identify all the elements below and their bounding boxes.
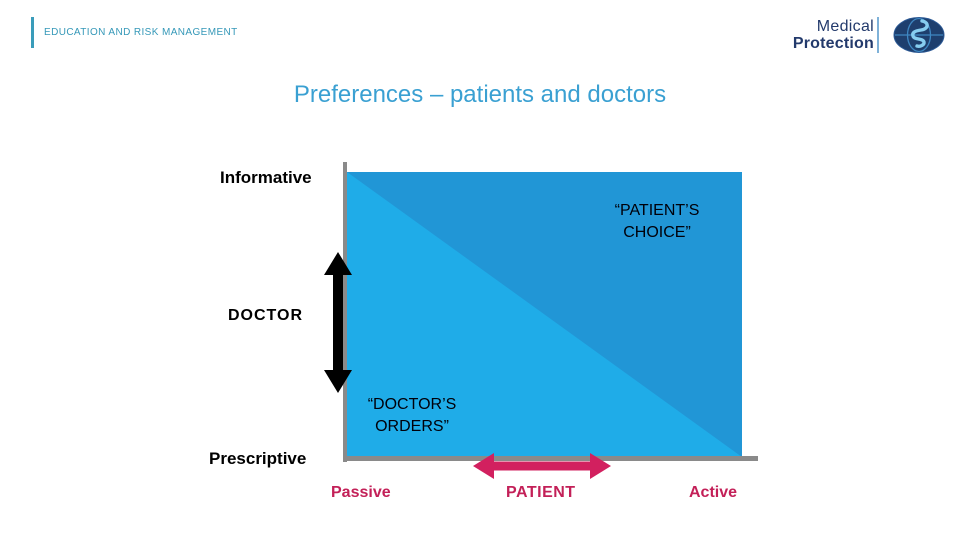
doctor-double-arrow-icon (324, 252, 352, 393)
eyebrow-title: EDUCATION AND RISK MANAGEMENT (44, 27, 238, 38)
page-title: Preferences – patients and doctors (293, 81, 667, 108)
medical-protection-logo: Medical Protection (793, 18, 874, 52)
doctors-orders-line2: ORDERS” (375, 418, 449, 435)
upper-right-region (347, 172, 742, 457)
y-axis-top-label: Informative (220, 168, 312, 187)
patients-choice-line2: CHOICE” (623, 224, 691, 241)
preference-quadrant (347, 172, 742, 457)
y-axis-bottom-label: Prescriptive (209, 449, 307, 468)
globe-serpent-icon (893, 17, 945, 53)
doctor-axis-label: DOCTOR (228, 307, 304, 324)
patients-choice-caption: “PATIENT’S CHOICE” (577, 200, 737, 244)
doctors-orders-caption: “DOCTOR’S ORDERS” (342, 394, 482, 438)
logo-divider (877, 17, 879, 53)
patients-choice-line1: “PATIENT’S (614, 202, 700, 219)
logo-word-protection: Protection (792, 35, 874, 52)
patient-double-arrow-icon (473, 453, 611, 479)
logo-word-medical: Medical (816, 18, 874, 35)
y-axis-line (343, 162, 347, 462)
eyebrow-accent-bar (31, 17, 34, 48)
x-axis-left-label: Passive (331, 484, 391, 501)
doctors-orders-line1: “DOCTOR’S (367, 396, 457, 413)
patient-axis-label: PATIENT (506, 484, 576, 501)
x-axis-right-label: Active (689, 484, 738, 501)
x-axis-line (343, 456, 758, 461)
